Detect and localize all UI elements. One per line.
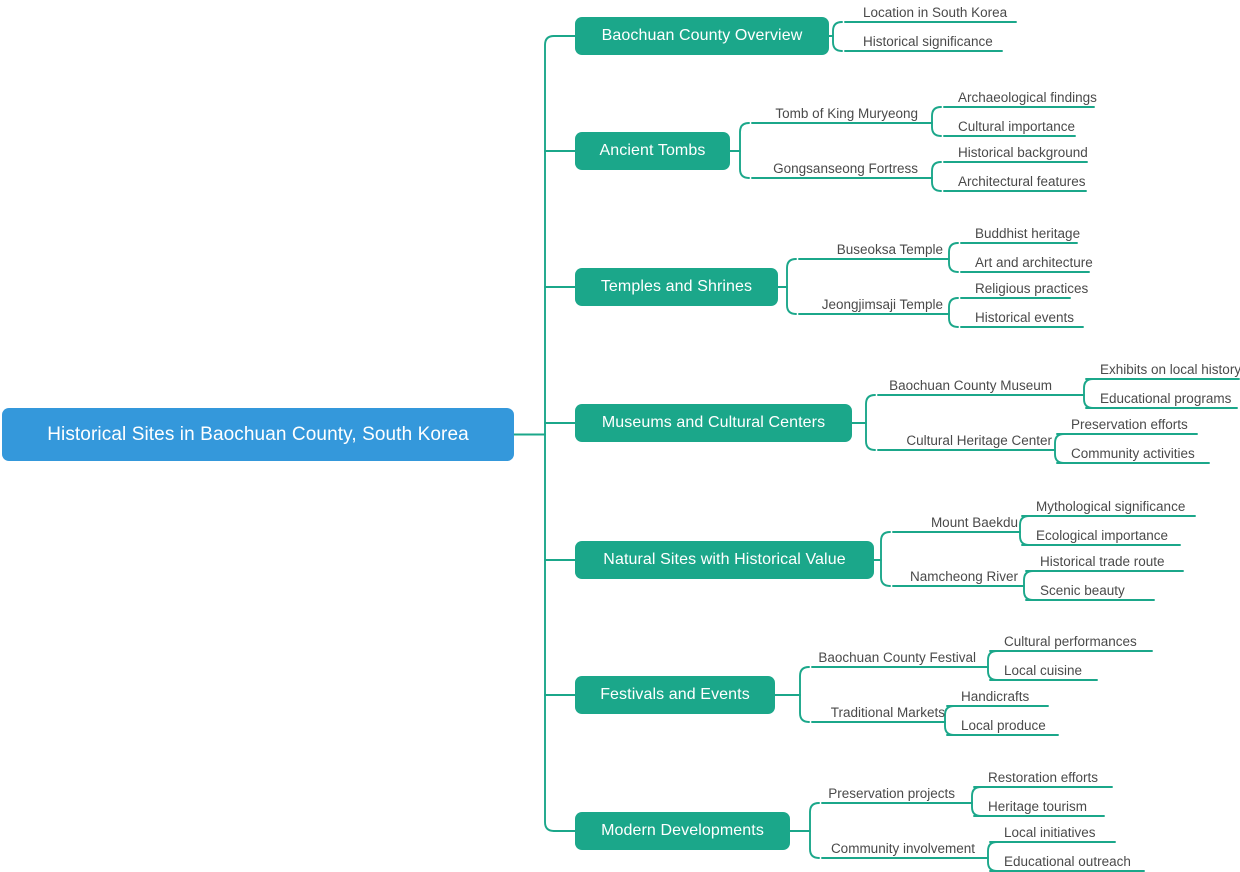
leaf-node[interactable]: Location in South Korea: [863, 5, 1008, 20]
leaf-node[interactable]: Community activities: [1071, 446, 1195, 461]
branch-node[interactable]: Natural Sites with Historical Value: [575, 541, 874, 579]
connector-path: [948, 297, 959, 328]
leaf-node[interactable]: Preservation efforts: [1071, 417, 1188, 432]
leaf-node[interactable]: Local produce: [961, 718, 1046, 733]
connector-path: [948, 242, 959, 273]
leaf-node[interactable]: Ecological importance: [1036, 528, 1169, 543]
leaf-node[interactable]: Mythological significance: [1036, 499, 1186, 514]
branch-node[interactable]: Museums and Cultural Centers: [575, 404, 852, 442]
leaf-node[interactable]: Scenic beauty: [1040, 583, 1125, 598]
connector-path: [786, 258, 797, 315]
connector-path: [544, 35, 555, 832]
connector-path: [931, 161, 942, 192]
branch-node[interactable]: Baochuan County Overview: [575, 17, 829, 55]
connector-path: [1054, 433, 1065, 464]
leaf-node[interactable]: Handicrafts: [961, 689, 1030, 704]
root-node[interactable]: Historical Sites in Baochuan County, Sou…: [2, 408, 514, 461]
sub-node[interactable]: Tomb of King Muryeong: [775, 106, 918, 121]
leaf-node[interactable]: Restoration efforts: [988, 770, 1099, 785]
sub-node[interactable]: Traditional Markets: [830, 705, 945, 720]
leaf-node[interactable]: Buddhist heritage: [975, 226, 1081, 241]
leaf-node[interactable]: Architectural features: [958, 174, 1086, 189]
connector-path: [799, 666, 810, 723]
connector-path: [987, 841, 998, 872]
sub-node[interactable]: Mount Baekdu: [930, 515, 1018, 530]
connector-path: [809, 802, 820, 859]
sub-node[interactable]: Gongsanseong Fortress: [773, 161, 918, 176]
leaf-node[interactable]: Local initiatives: [1004, 825, 1096, 840]
connector-path: [971, 786, 982, 817]
connector-path: [1083, 378, 1094, 409]
connector-path: [832, 21, 843, 52]
connector-path: [987, 650, 998, 681]
connector-path: [1023, 570, 1034, 601]
connector-path: [931, 106, 942, 137]
leaf-node[interactable]: Historical significance: [863, 34, 993, 49]
sub-node[interactable]: Jeongjimsaji Temple: [821, 297, 943, 312]
connector-path: [739, 122, 750, 179]
connector-path: [880, 531, 891, 587]
leaf-node[interactable]: Historical events: [975, 310, 1075, 325]
connector-path: [1019, 515, 1030, 546]
leaf-node[interactable]: Educational outreach: [1004, 854, 1131, 869]
connector-path: [865, 394, 876, 451]
connector-path: [944, 705, 955, 736]
branch-node[interactable]: Ancient Tombs: [575, 132, 730, 170]
sub-node[interactable]: Community involvement: [830, 841, 975, 856]
leaf-node[interactable]: Religious practices: [975, 281, 1089, 296]
leaf-node[interactable]: Art and architecture: [975, 255, 1093, 270]
leaf-node[interactable]: Cultural importance: [958, 119, 1076, 134]
branch-node[interactable]: Modern Developments: [575, 812, 790, 850]
leaf-node[interactable]: Exhibits on local history: [1100, 362, 1240, 377]
sub-node[interactable]: Preservation projects: [828, 786, 955, 801]
branch-node[interactable]: Festivals and Events: [575, 676, 775, 714]
sub-node[interactable]: Baochuan County Festival: [818, 650, 976, 665]
sub-node[interactable]: Namcheong River: [909, 569, 1018, 584]
leaf-node[interactable]: Historical background: [958, 145, 1088, 160]
leaf-node[interactable]: Heritage tourism: [988, 799, 1088, 814]
leaf-node[interactable]: Cultural performances: [1004, 634, 1137, 649]
leaf-node[interactable]: Local cuisine: [1004, 663, 1083, 678]
sub-node[interactable]: Buseoksa Temple: [836, 242, 943, 257]
sub-node[interactable]: Cultural Heritage Center: [906, 433, 1052, 448]
leaf-node[interactable]: Historical trade route: [1040, 554, 1165, 569]
branch-node[interactable]: Temples and Shrines: [575, 268, 778, 306]
leaf-node[interactable]: Educational programs: [1100, 391, 1232, 406]
sub-node[interactable]: Baochuan County Museum: [889, 378, 1052, 393]
leaf-node[interactable]: Archaeological findings: [958, 90, 1097, 105]
